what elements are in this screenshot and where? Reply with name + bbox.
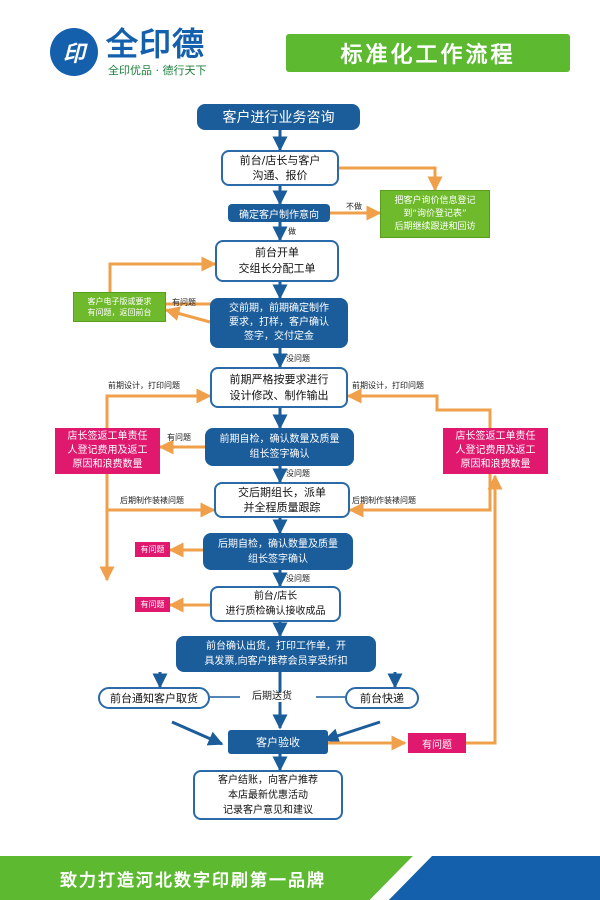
node-record-quote: 把客户询价信息登记 到“询价登记表” 后期继续跟进和回访 <box>380 190 490 238</box>
node-design-output: 前期严格按要求进行 设计修改、制作输出 <box>210 367 348 408</box>
node-confirm-intent: 确定客户制作意向 <box>228 204 330 222</box>
node-problem-b: 有问题 <box>135 597 170 612</box>
node-settle: 客户结账，向客户推荐 本店最新优惠活动 记录客户意见和建议 <box>193 770 343 820</box>
logo-name: 全印德 <box>106 25 206 63</box>
node-post-dispatch: 交后期组长，派单 并全程质量跟踪 <box>214 482 350 518</box>
label-no-problem-2: 没问题 <box>286 469 310 478</box>
node-problem-c: 有问题 <box>408 733 466 753</box>
node-notify-pickup: 前台通知客户取货 <box>98 687 210 709</box>
footer-slogan: 致力打造河北数字印刷第一品牌 <box>60 870 326 891</box>
node-express: 前台快递 <box>345 687 419 709</box>
label-post-binding-right: 后期制作装裱问题 <box>352 496 416 505</box>
node-front-accept: 前台/店长 进行质检确认接收成品 <box>210 586 341 622</box>
label-pre-design-print-right: 前期设计，打印问题 <box>352 381 424 390</box>
node-post-check: 后期自检，确认数量及质量 组长签字确认 <box>203 533 353 570</box>
node-communicate: 前台/店长与客户 沟通、报价 <box>221 150 339 186</box>
node-manager-right: 店长签返工单责任 人登记费用及返工 原因和浪费数量 <box>443 428 548 474</box>
label-has-problem-1: 有问题 <box>172 298 196 307</box>
logo-mark-text: 印 <box>62 42 85 67</box>
label-do: 做 <box>288 227 296 236</box>
label-no-problem-3: 没问题 <box>286 574 310 583</box>
logo-mark: 印 <box>50 28 98 76</box>
logo-slogan: 全印优品 · 德行天下 <box>108 64 207 77</box>
label-post-binding-left: 后期制作装裱问题 <box>120 496 184 505</box>
node-consult: 客户进行业务咨询 <box>197 104 360 130</box>
label-has-problem-2: 有问题 <box>167 433 191 442</box>
node-return-front: 客户电子版或要求 有问题，返回前台 <box>73 292 166 322</box>
node-pre-check: 前期自检，确认数量及质量 组长签字确认 <box>205 428 354 466</box>
page-title: 标准化工作流程 <box>286 34 570 72</box>
node-open-order: 前台开单 交组长分配工单 <box>215 240 339 282</box>
label-not-done: 不做 <box>346 202 362 211</box>
label-no-problem-1: 没问题 <box>286 354 310 363</box>
label-pre-design-print-left: 前期设计，打印问题 <box>108 381 180 390</box>
node-ship: 前台确认出货，打印工作单，开 具发票,向客户推荐会员享受折扣 <box>176 636 376 672</box>
node-pre-production: 交前期，前期确定制作 要求，打样，客户确认 签字，交付定金 <box>210 298 348 348</box>
node-inspect: 客户验收 <box>228 730 328 754</box>
label-post-delivery: 后期送货 <box>250 691 294 702</box>
feedback-arrows <box>99 166 503 751</box>
node-problem-a: 有问题 <box>135 542 170 557</box>
node-manager-left: 店长签返工单责任 人登记费用及返工 原因和浪费数量 <box>55 428 160 474</box>
